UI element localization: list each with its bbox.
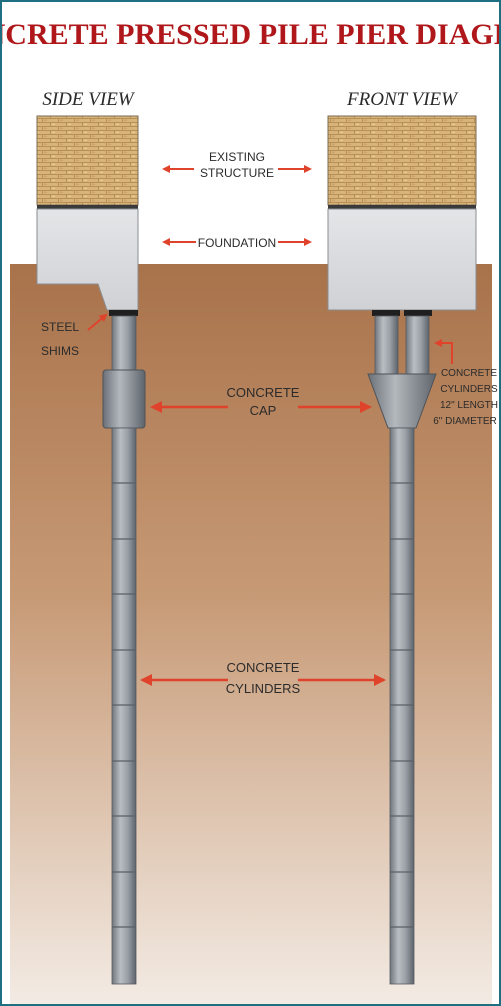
front-view-label: FRONT VIEW xyxy=(346,89,459,110)
diagram-title: CONCRETE PRESSED PILE PIER DIAGRAM xyxy=(2,18,499,51)
front-pile xyxy=(389,427,415,985)
side-pile xyxy=(111,427,137,985)
front-shim-right xyxy=(404,310,432,316)
arrow-steel-shims xyxy=(87,313,108,331)
side-steel-shims xyxy=(109,310,138,316)
side-concrete-cap xyxy=(102,369,146,429)
front-cylinder-right xyxy=(405,315,430,375)
label-concrete-cap-line2: CAP xyxy=(250,403,277,418)
side-existing-structure xyxy=(36,115,139,206)
front-view xyxy=(327,115,477,985)
front-cylinder-joints xyxy=(390,482,414,928)
front-foundation xyxy=(327,208,477,311)
label-cylinders-spec-line2: CYLINDERS xyxy=(440,384,498,395)
label-concrete-cylinders-line2: CYLINDERS xyxy=(226,681,301,696)
annotation-arrows xyxy=(87,165,453,686)
front-existing-structure xyxy=(327,115,477,206)
arrow-cylinders-spec xyxy=(434,339,453,364)
front-shim-left xyxy=(372,310,400,316)
label-cylinders-spec-line1: CONCRETE xyxy=(441,368,497,379)
side-foundation xyxy=(36,208,139,311)
label-steel-shims-line1: STEEL xyxy=(41,320,79,334)
side-pile-upper xyxy=(111,315,137,372)
label-existing-line1: EXISTING xyxy=(209,150,265,164)
label-cylinders-spec-line3: 12" LENGTH xyxy=(440,400,498,411)
side-view xyxy=(36,115,146,985)
side-cylinder-joints xyxy=(112,482,136,928)
label-concrete-cylinders-line1: CONCRETE xyxy=(227,660,300,675)
front-cylinder-left xyxy=(374,315,399,375)
front-concrete-cap xyxy=(367,373,437,429)
label-steel-shims-line2: SHIMS xyxy=(41,344,79,358)
label-existing-line2: STRUCTURE xyxy=(200,166,274,180)
side-view-label: SIDE VIEW xyxy=(42,89,135,110)
label-concrete-cap-line1: CONCRETE xyxy=(227,385,300,400)
label-cylinders-spec-line4: 6" DIAMETER xyxy=(433,416,497,427)
label-foundation: FOUNDATION xyxy=(198,236,276,250)
